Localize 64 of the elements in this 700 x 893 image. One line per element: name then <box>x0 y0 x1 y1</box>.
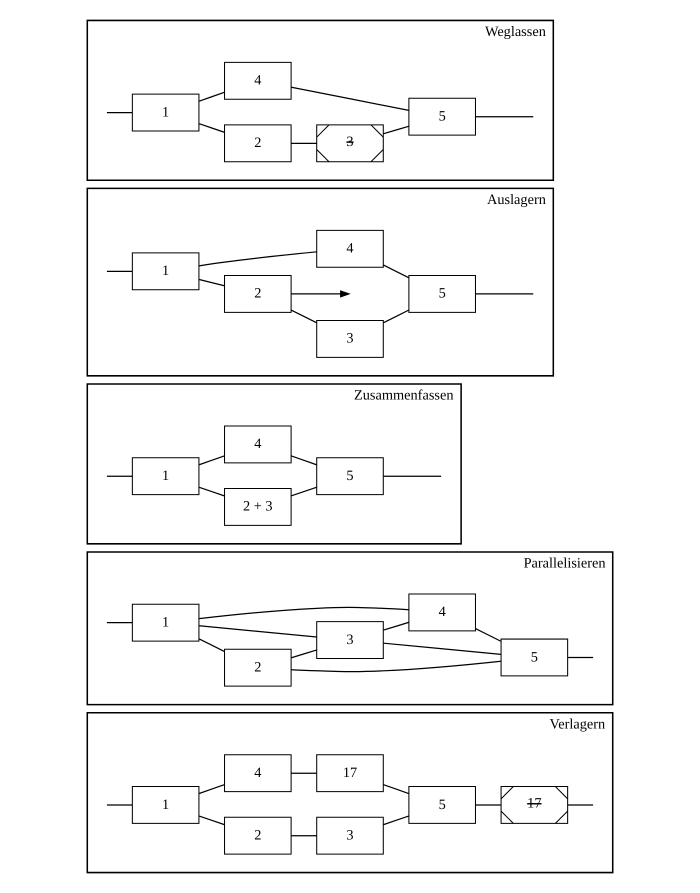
node-box: 3 <box>316 816 384 855</box>
node-box: 4 <box>408 593 476 632</box>
connector <box>383 784 409 794</box>
node-box: 2 <box>224 816 292 855</box>
connector <box>291 310 317 324</box>
connector <box>199 815 225 826</box>
node-box: 1 <box>132 94 200 132</box>
connector <box>383 815 409 826</box>
connector <box>383 310 409 324</box>
node-box: 2 + 3 <box>224 488 292 526</box>
connector <box>476 293 534 294</box>
connector <box>383 264 409 278</box>
connector <box>199 606 409 620</box>
connector <box>291 486 317 496</box>
connector <box>291 86 409 111</box>
connector <box>199 92 225 102</box>
connector <box>199 784 225 794</box>
node-box: 5 <box>408 274 476 313</box>
node-box: 1 <box>132 604 200 642</box>
connector <box>568 804 594 806</box>
node-box: 1 <box>132 252 200 290</box>
connector <box>475 628 502 642</box>
node-box: 17 <box>316 754 384 792</box>
connector <box>199 625 317 638</box>
connector <box>199 278 224 286</box>
connector <box>106 804 132 806</box>
connector <box>106 270 132 272</box>
connector <box>199 123 225 133</box>
node-box: 5 <box>408 786 476 824</box>
node-box: 4 <box>316 230 384 268</box>
connector <box>291 455 317 466</box>
node-box: 4 <box>224 62 292 100</box>
connector <box>106 476 132 477</box>
connector <box>476 804 501 806</box>
node-box: 3 <box>316 320 384 358</box>
connector <box>199 486 224 496</box>
node-box: 3 <box>316 621 384 660</box>
connector <box>383 622 409 631</box>
node-box: 5 <box>500 638 568 676</box>
connector <box>291 835 316 836</box>
connector <box>384 642 502 656</box>
connector <box>106 622 132 624</box>
arrow <box>291 290 351 298</box>
connector <box>568 656 594 658</box>
node-box: 2 <box>224 648 292 687</box>
connector <box>198 251 317 266</box>
node-box: 4 <box>224 426 292 464</box>
connector <box>291 649 317 658</box>
node-box: 5 <box>408 98 476 136</box>
connector <box>384 476 442 477</box>
node-box: 1 <box>132 457 200 496</box>
node-box: 2 <box>224 124 292 162</box>
connector <box>199 455 225 466</box>
node-box: 4 <box>224 754 292 792</box>
connector <box>291 660 501 672</box>
connector <box>106 112 132 114</box>
connector <box>198 638 225 652</box>
connector <box>383 126 409 134</box>
connector <box>291 772 316 774</box>
connector <box>476 116 534 118</box>
connector <box>291 142 316 144</box>
node-box: 5 <box>316 457 384 496</box>
node-box: 2 <box>224 274 292 313</box>
node-box: 1 <box>132 786 200 824</box>
